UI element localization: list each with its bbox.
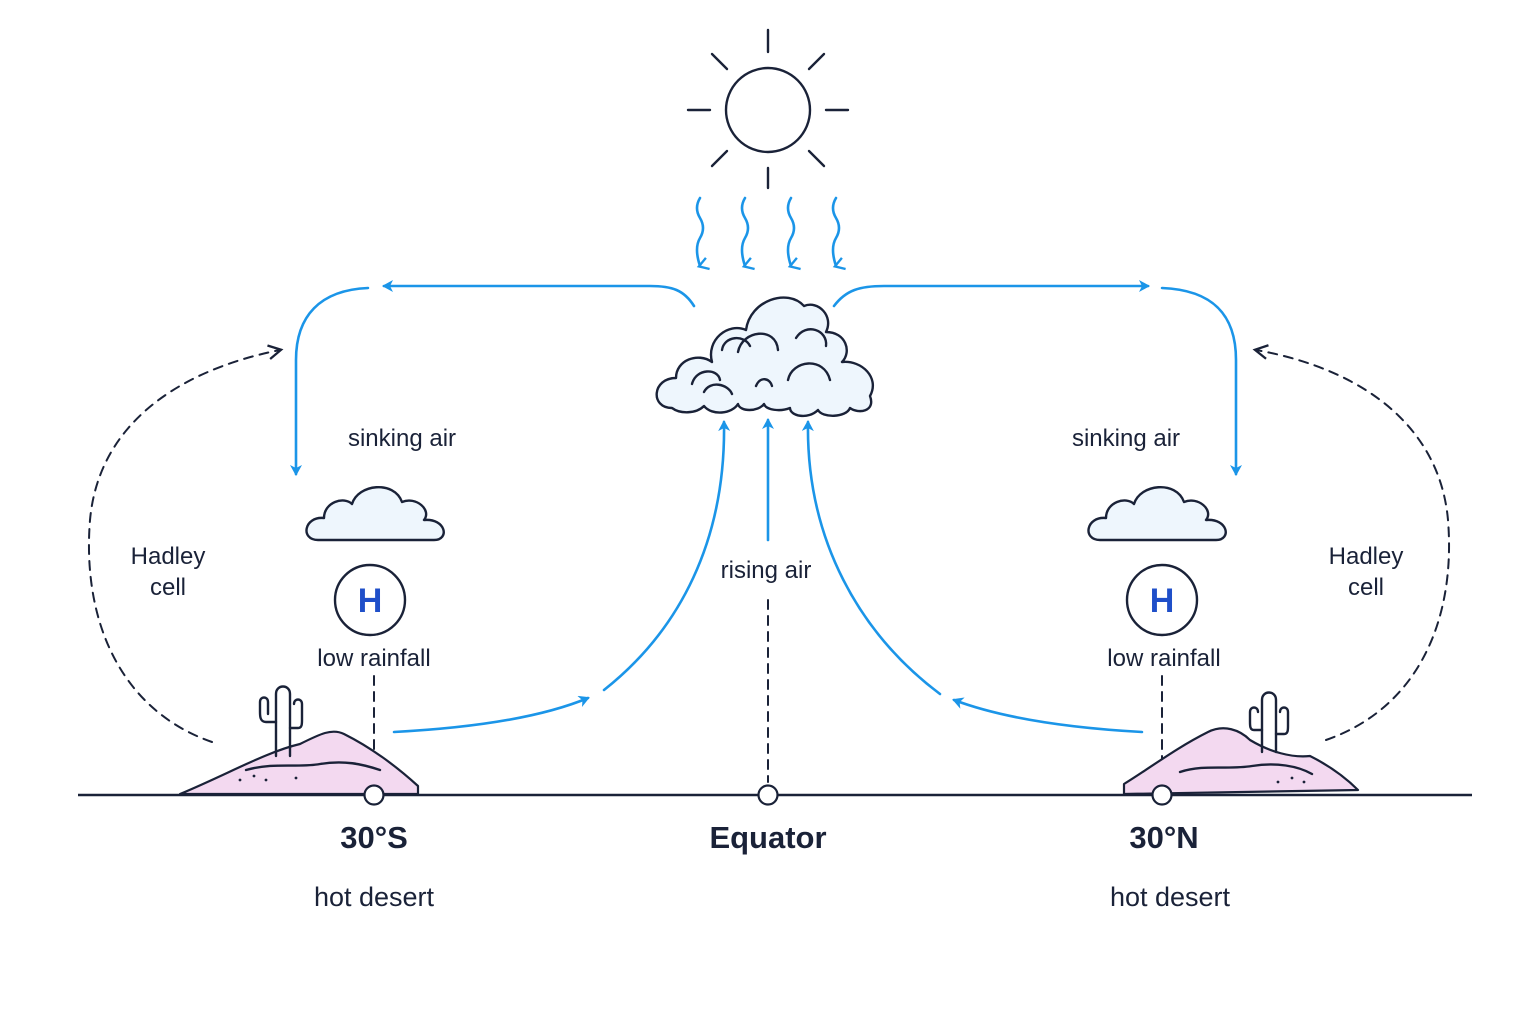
marker-30s [363,784,385,806]
cloud-icon [655,296,874,418]
low-rainfall-label-left: low rainfall [317,645,430,672]
upper-flow-right [832,280,1242,476]
hot-desert-label-left: hot desert [314,882,435,912]
hadley-cell-label-right-line2: cell [1348,574,1384,601]
desert-dune-icon [178,730,420,796]
sun-icon [686,28,850,190]
marker-30n [1151,784,1173,806]
sinking-air-label-left: sinking air [348,425,456,452]
desert-dune-icon [1122,727,1360,796]
hadley-cell-label-left-line2: cell [150,574,186,601]
hadley-loop-left [88,350,280,743]
cactus-icon [258,685,304,758]
hadley-cell-label-right-line1: Hadley [1329,543,1404,570]
high-pressure-letter-right: H [1150,582,1175,620]
rising-air-label: rising air [721,557,812,584]
cloud-icon [305,485,445,542]
latitude-label-equator: Equator [709,820,826,855]
surface-trade-winds [392,695,1144,734]
high-pressure-icon [333,563,407,637]
latitude-guides [373,599,1163,783]
hadley-loop-right [1256,350,1450,741]
cactus-icon [1248,691,1290,754]
hadley-cell-label-left-line1: Hadley [131,543,206,570]
ground-line [78,784,1472,806]
high-pressure-icon [1125,563,1199,637]
cloud-icon [1087,485,1227,542]
high-pressure-letter-left: H [358,582,383,620]
hot-desert-label-right: hot desert [1110,882,1231,912]
latitude-label-30s: 30°S [340,820,408,855]
solar-radiation-arrows [695,196,846,271]
rising-air-arrows [602,418,942,696]
low-rainfall-label-right: low rainfall [1107,645,1220,672]
latitude-label-30n: 30°N [1129,820,1198,855]
marker-equator [757,784,779,806]
upper-flow-left [290,280,696,476]
sinking-air-label-right: sinking air [1072,425,1180,452]
